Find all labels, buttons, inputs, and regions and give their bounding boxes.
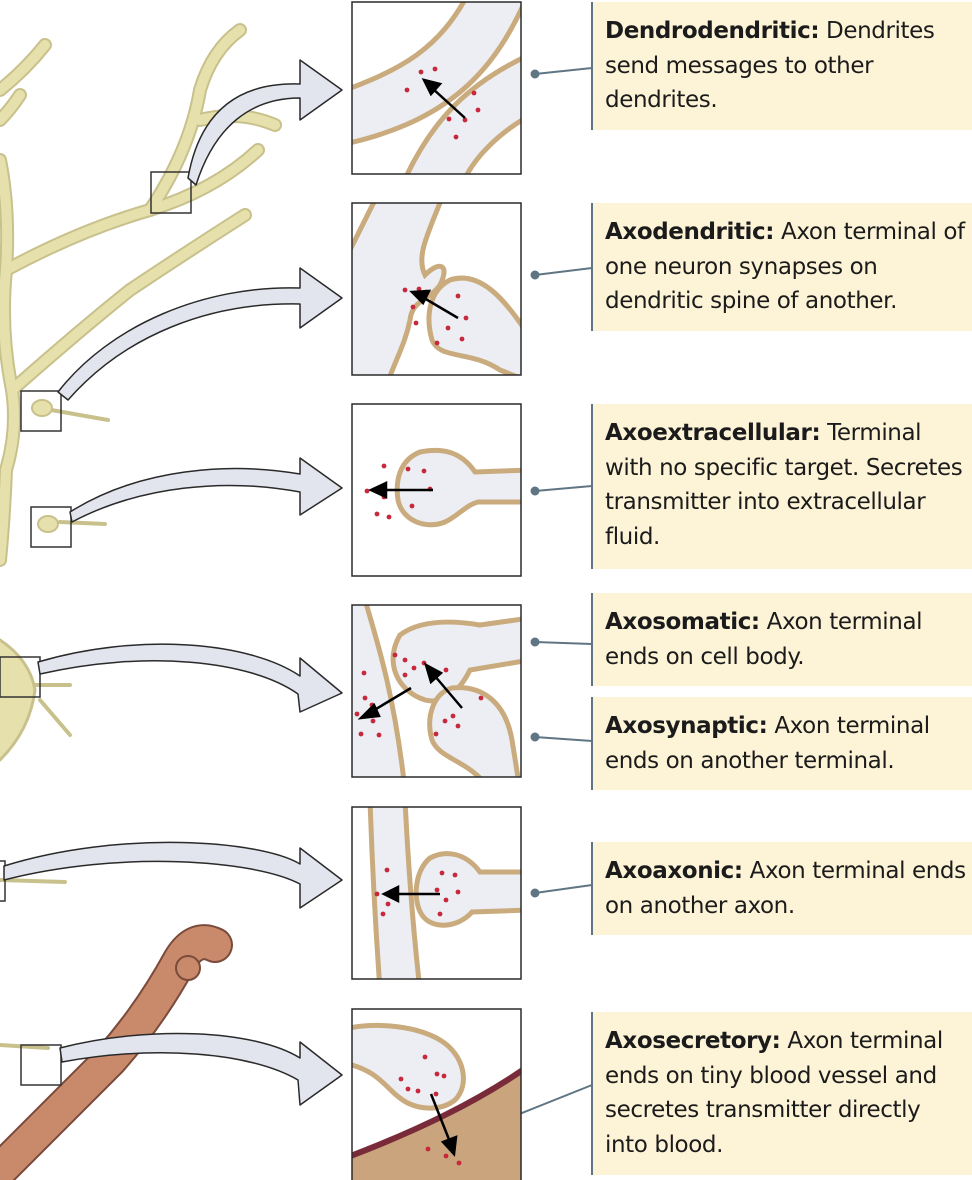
curved-arrow-6	[59, 1032, 343, 1106]
description-text: Dendrites send messages to other dendrit…	[605, 18, 935, 113]
term-label: Dendrodendritic:	[605, 18, 820, 44]
term-label: Axosecretory:	[605, 1028, 781, 1054]
callout-axosecretory: Axosecretory: Axon terminal ends on tiny…	[591, 1012, 972, 1175]
curved-arrow-2	[57, 267, 343, 401]
callout-axoaxonic: Axoaxonic: Axon terminal ends on another…	[591, 842, 972, 935]
curved-arrow-3	[69, 457, 343, 523]
term-label: Axosomatic:	[605, 609, 760, 635]
callout-axosomatic: Axosomatic: Axon terminal ends on cell b…	[591, 593, 972, 686]
connector-axosynaptic	[530, 732, 593, 742]
locator-box-axoextracellular	[30, 506, 72, 548]
connector-axosomatic	[530, 637, 593, 647]
detail-panel-axoextracellular	[351, 403, 522, 577]
callout-axodendritic: Axodendritic: Axon terminal of one neuro…	[591, 203, 972, 331]
description-text: Axon terminal ends on tiny blood vessel …	[605, 1028, 943, 1158]
locator-box-dendrodendritic	[150, 171, 192, 214]
connector-dendrodendritic	[530, 67, 593, 79]
blood-vessel-illustration	[0, 924, 233, 1180]
detail-panel-axosomatic-axosynaptic	[351, 604, 522, 778]
term-label: Axoextracellular:	[605, 420, 821, 446]
description-text: Axon terminal ends on another axon.	[605, 858, 966, 919]
detail-panel-axodendritic	[351, 202, 522, 376]
detail-panel-axosecretory	[351, 1008, 522, 1180]
locator-box-axodendritic	[20, 390, 62, 432]
callout-axosynaptic: Axosynaptic: Axon terminal ends on anoth…	[591, 697, 972, 790]
description-text: Terminal with no specific target. Secret…	[605, 420, 963, 550]
term-label: Axoaxonic:	[605, 858, 743, 884]
connector-axodendritic	[530, 267, 593, 280]
callout-axoextracellular: Axoextracellular: Terminal with no speci…	[591, 404, 972, 569]
locator-box-axosomatic	[0, 656, 41, 698]
description-text: Axon terminal of one neuron synapses on …	[605, 219, 965, 314]
detail-panel-dendrodendritic	[351, 1, 522, 175]
description-text: Axon terminal ends on another terminal.	[605, 713, 930, 774]
neuron-illustration	[0, 23, 282, 1050]
connector-axoaxonic	[530, 884, 593, 898]
description-text: Axon terminal ends on cell body.	[605, 609, 923, 670]
curved-arrow-5	[3, 841, 343, 909]
term-label: Axodendritic:	[605, 219, 775, 245]
curved-arrow-1	[187, 59, 343, 186]
locator-box-axoaxonic	[0, 860, 6, 902]
connector-axoextracellular	[530, 485, 593, 496]
curved-arrow-4	[37, 643, 343, 713]
locator-box-axosecretory	[20, 1044, 62, 1086]
term-label: Axosynaptic:	[605, 713, 768, 739]
detail-panel-axoaxonic	[351, 806, 522, 980]
callout-dendrodendritic: Dendrodendritic: Dendrites send messages…	[591, 2, 972, 130]
